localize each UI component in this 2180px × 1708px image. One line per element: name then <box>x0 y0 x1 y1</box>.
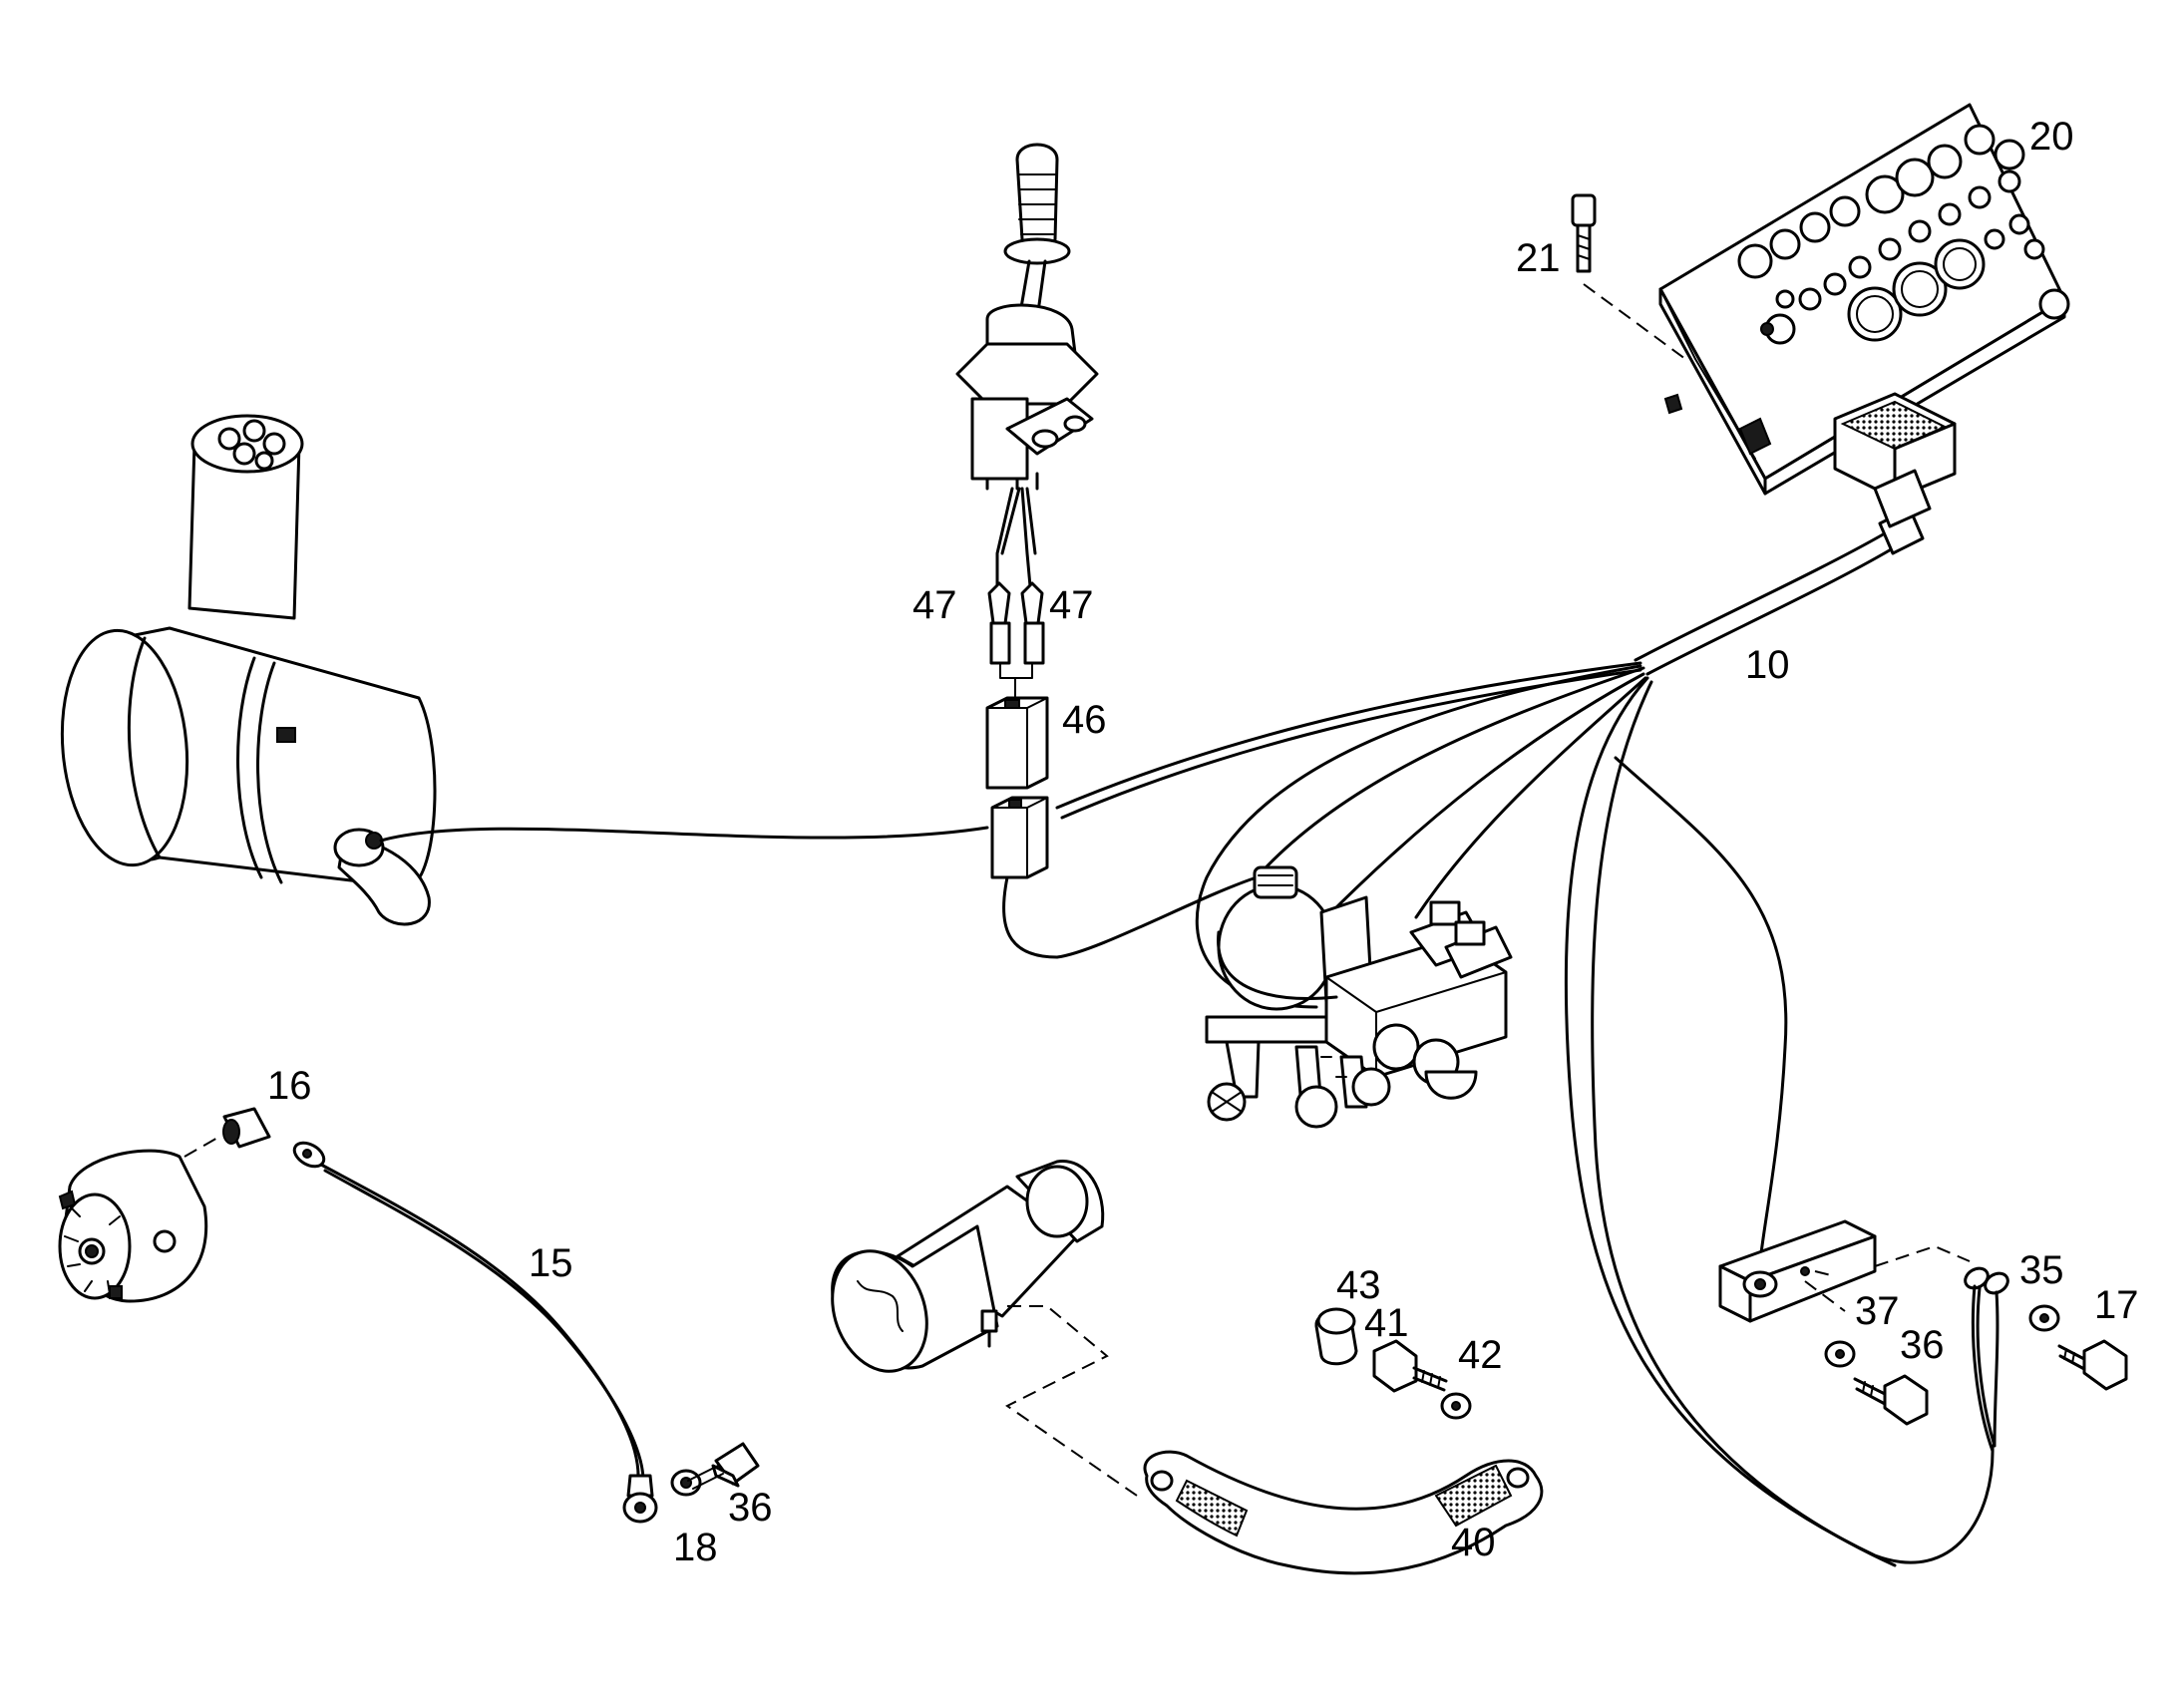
bolt-17 <box>2057 1339 2128 1391</box>
panel-plug <box>1833 392 1957 528</box>
bolt-36-right <box>1853 1374 1929 1426</box>
washer-42 <box>1440 1392 1472 1420</box>
callout-36-left: 36 <box>728 1486 773 1530</box>
washer-37 <box>1824 1340 1856 1368</box>
connector-46 <box>985 696 1049 790</box>
hydraulic-valve-block <box>1205 865 1513 1129</box>
callout-18: 18 <box>673 1526 718 1569</box>
air-filter <box>60 414 989 926</box>
starter-motor <box>831 1160 1138 1497</box>
callout-42: 42 <box>1458 1333 1503 1377</box>
callout-15: 15 <box>529 1241 573 1285</box>
washer-35 <box>2028 1304 2060 1332</box>
callout-37: 37 <box>1855 1289 1900 1333</box>
joystick <box>955 143 1099 491</box>
connector-16 <box>183 1107 271 1158</box>
gauge-cluster <box>1737 124 2045 345</box>
mating-connector <box>990 796 1259 959</box>
mounting-bracket <box>1718 1219 1971 1323</box>
callout-labels: 10 15 16 17 18 20 21 35 36 36 37 40 41 4… <box>267 115 2139 1569</box>
cable-loop-terminals <box>1964 1266 2009 1453</box>
bolt-41 <box>1372 1339 1448 1393</box>
callout-43: 43 <box>1336 1263 1381 1307</box>
callout-16: 16 <box>267 1064 312 1108</box>
callout-47-right: 47 <box>1049 583 1094 627</box>
callout-20: 20 <box>2029 115 2074 159</box>
callout-36-right: 36 <box>1900 1323 1945 1367</box>
callout-35: 35 <box>2019 1248 2064 1292</box>
screw-21 <box>1571 193 1686 360</box>
joystick-leads <box>987 487 1045 699</box>
ground-cable-15 <box>292 1141 760 1524</box>
callout-17: 17 <box>2094 1283 2139 1327</box>
wiring-harness <box>1055 507 1995 1567</box>
callout-47-left: 47 <box>912 583 957 627</box>
bushing-43 <box>1314 1307 1358 1366</box>
callout-41: 41 <box>1364 1301 1409 1345</box>
callout-40: 40 <box>1451 1521 1496 1564</box>
alternator <box>58 1149 208 1303</box>
callout-46: 46 <box>1062 698 1107 742</box>
ground-strap-40 <box>1143 1450 1544 1575</box>
instrument-panel <box>1658 103 2070 496</box>
callout-21: 21 <box>1516 236 1561 280</box>
callout-10: 10 <box>1745 643 1790 687</box>
